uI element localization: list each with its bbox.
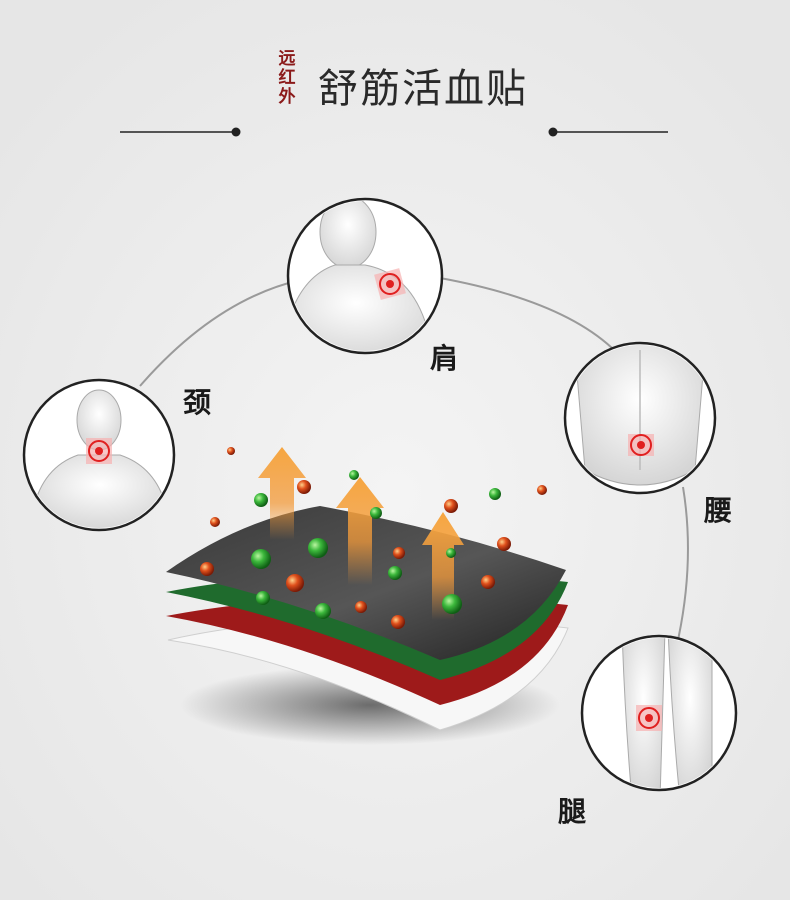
particle-green	[254, 493, 268, 507]
particle-green	[251, 549, 271, 569]
leg-circle	[580, 634, 738, 792]
particle-red	[355, 601, 367, 613]
particle-red	[227, 447, 235, 455]
particle-red	[497, 537, 511, 551]
target-icon	[86, 438, 112, 464]
particle-green	[308, 538, 328, 558]
heat-arrow-icon	[336, 477, 384, 585]
header-divider-left	[120, 127, 241, 137]
heat-arrow-icon	[258, 447, 306, 540]
header-divider-right	[548, 127, 668, 137]
label-shoulder: 肩	[430, 342, 459, 375]
waist-circle	[563, 341, 717, 495]
particle-red	[297, 480, 311, 494]
particle-red	[393, 547, 405, 559]
target-icon	[628, 434, 654, 456]
particle-green	[489, 488, 501, 500]
particle-green	[446, 548, 456, 558]
label-waist: 腰	[704, 494, 733, 527]
shoulder-circle	[286, 197, 444, 355]
particle-green	[370, 507, 382, 519]
particle-red	[481, 575, 495, 589]
target-icon	[636, 705, 662, 731]
particle-red	[286, 574, 304, 592]
particle-red	[200, 562, 214, 576]
neck-circle	[22, 378, 176, 532]
particles	[200, 447, 547, 629]
label-leg: 腿	[558, 795, 587, 828]
particle-green	[442, 594, 462, 614]
page-title: 舒筋活血贴	[318, 66, 528, 112]
particle-green	[256, 591, 270, 605]
particle-green	[388, 566, 402, 580]
target-icon	[374, 268, 406, 300]
connector-arc	[139, 277, 689, 641]
heat-arrow-icon	[422, 512, 464, 620]
particle-green	[349, 470, 359, 480]
label-neck: 颈	[183, 386, 212, 419]
particle-red	[537, 485, 547, 495]
particle-red	[391, 615, 405, 629]
far-infrared-tag: 远红外	[278, 49, 296, 107]
particle-green	[315, 603, 331, 619]
particle-red	[210, 517, 220, 527]
particle-red	[444, 499, 458, 513]
